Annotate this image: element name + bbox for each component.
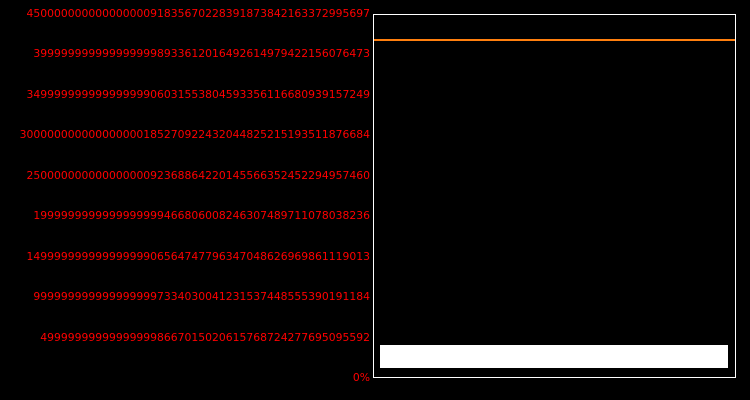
y-tick-label-3: 3000000000000000001852709224320448252151… [19,128,370,141]
plot-area [373,14,736,378]
threshold-line [374,39,735,41]
y-tick-label-7: 9999999999999999997334030041231537448555… [33,290,370,303]
y-tick-label-9: 0% [352,371,370,384]
y-tick-label-0: 4500000000000000009183567022839187384216… [26,7,370,20]
white-bar [380,345,728,368]
y-tick-label-2: 3499999999999999990603155380459335611668… [26,88,370,101]
y-tick-label-6: 1499999999999999990656474779634704862696… [26,250,370,263]
y-axis: 4500000000000000009183567022839187384216… [0,0,370,400]
y-tick-label-8: 4999999999999999986670150206157687242776… [40,331,370,344]
y-tick-label-4: 2500000000000000009236886422014556635245… [26,169,370,182]
y-tick-label-5: 1999999999999999999466806008246307489711… [33,209,370,222]
y-tick-label-1: 3999999999999999998933612016492614979422… [33,47,370,60]
